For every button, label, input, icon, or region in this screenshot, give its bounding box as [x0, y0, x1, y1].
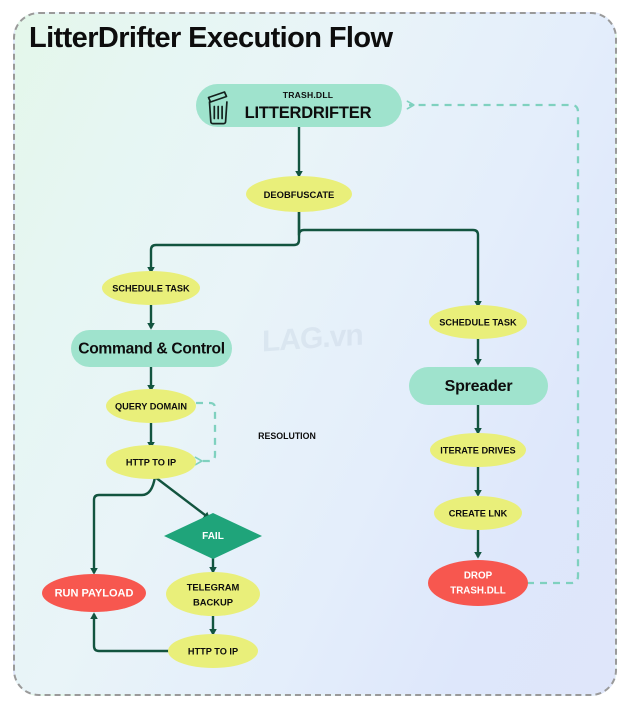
node-http-to-ip-2-label: HTTP TO IP	[188, 647, 238, 657]
node-fail-label: FAIL	[202, 531, 224, 542]
node-query-domain[interactable]: QUERY DOMAIN	[106, 389, 196, 423]
edge-drop-trash-dll-feedback-to-root	[409, 105, 580, 585]
node-telegram-backup-label-line1: TELEGRAM	[187, 582, 240, 593]
node-litterdrifter-top-label: TRASH.DLL	[283, 90, 334, 100]
edge-deobfuscate-to-right-schedule	[297, 211, 482, 308]
node-spreader[interactable]: Spreader	[409, 367, 548, 405]
node-iterate-drives-label: ITERATE DRIVES	[440, 446, 515, 456]
node-deobfuscate[interactable]: DEOBFUSCATE	[246, 176, 352, 212]
node-right-schedule-task[interactable]: SCHEDULE TASK	[429, 305, 527, 339]
edge-http-to-ip-1-to-fail	[154, 476, 211, 520]
page-title: LitterDrifter Execution Flow	[29, 22, 393, 54]
edge-label-resolution: RESOLUTION	[258, 431, 316, 441]
edge-http-to-ip-1-to-run-payload	[90, 476, 157, 575]
node-http-to-ip-1-label: HTTP TO IP	[126, 458, 176, 468]
node-run-payload[interactable]: RUN PAYLOAD	[42, 574, 146, 612]
node-telegram-backup-label-line2: BACKUP	[193, 597, 233, 608]
node-command-control-label: Command & Control	[78, 341, 225, 358]
node-http-to-ip-1[interactable]: HTTP TO IP	[106, 445, 196, 479]
node-drop-trash-dll-label-line1: DROP	[464, 571, 493, 582]
node-litterdrifter-label: LITTERDRIFTER	[245, 104, 372, 122]
node-litterdrifter[interactable]: TRASH.DLL LITTERDRIFTER	[196, 84, 402, 127]
node-create-lnk-label: CREATE LNK	[449, 509, 508, 519]
edge-deobfuscate-to-left-schedule	[147, 211, 301, 274]
node-fail[interactable]: FAIL	[164, 513, 262, 559]
edge-http-to-ip-2-to-run-payload	[90, 612, 170, 653]
node-drop-trash-dll[interactable]: DROP TRASH.DLL	[428, 560, 528, 606]
node-deobfuscate-label: DEOBFUSCATE	[264, 189, 335, 200]
node-left-schedule-task-label: SCHEDULE TASK	[112, 284, 190, 294]
node-drop-trash-dll-label-line2: TRASH.DLL	[450, 586, 506, 597]
node-iterate-drives[interactable]: ITERATE DRIVES	[430, 433, 526, 467]
node-telegram-backup[interactable]: TELEGRAM BACKUP	[166, 572, 260, 616]
node-right-schedule-task-label: SCHEDULE TASK	[439, 318, 517, 328]
node-left-schedule-task[interactable]: SCHEDULE TASK	[102, 271, 200, 305]
node-http-to-ip-2[interactable]: HTTP TO IP	[168, 634, 258, 668]
edge-resolution-feedback	[196, 401, 217, 461]
node-run-payload-label: RUN PAYLOAD	[55, 588, 134, 600]
trash-can-icon	[207, 91, 228, 125]
node-command-control[interactable]: Command & Control	[71, 330, 232, 367]
node-create-lnk[interactable]: CREATE LNK	[434, 496, 522, 530]
node-query-domain-label: QUERY DOMAIN	[115, 402, 187, 412]
node-spreader-label: Spreader	[445, 378, 513, 395]
